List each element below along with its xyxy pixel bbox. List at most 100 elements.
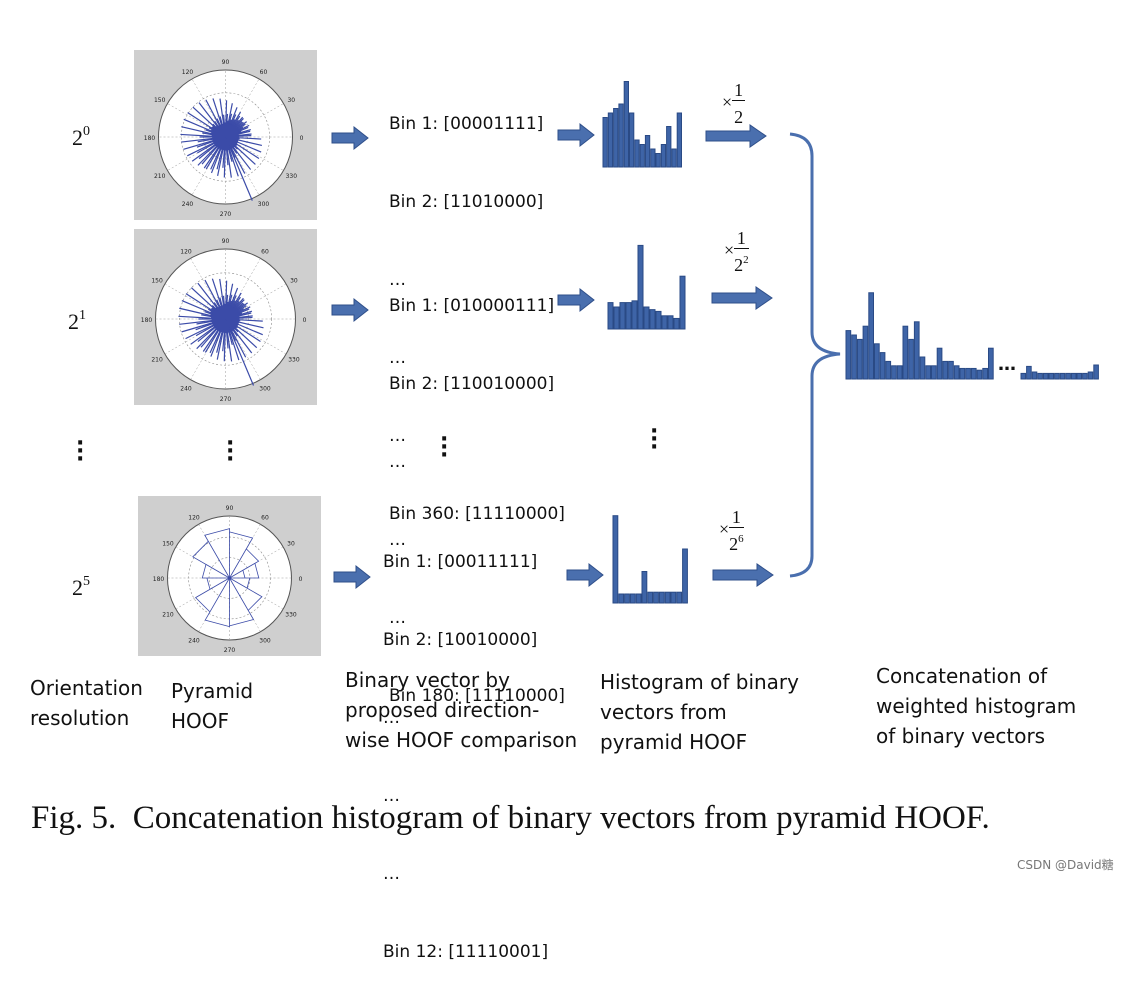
arrow-right-icon bbox=[332, 127, 368, 149]
histogram-bar bbox=[680, 276, 685, 329]
histogram-bar bbox=[989, 348, 994, 379]
histogram-bar bbox=[677, 113, 681, 167]
histogram-bar bbox=[1060, 373, 1065, 379]
concat-ellipsis: … bbox=[998, 354, 1016, 375]
bin-row: Bin 12: [11110001] bbox=[383, 939, 548, 965]
histogram-bar bbox=[983, 368, 988, 379]
bin-row: Bin 2: [11010000] bbox=[389, 189, 565, 215]
histogram-level-1 bbox=[607, 240, 687, 330]
bin-row: … bbox=[383, 861, 548, 887]
histogram-bar bbox=[1027, 366, 1032, 379]
histogram-bar bbox=[614, 109, 618, 168]
histogram-bar bbox=[650, 310, 655, 329]
histogram-bar bbox=[667, 127, 671, 168]
histogram-bar bbox=[636, 594, 641, 603]
bin-row: Bin 1: [010000111] bbox=[389, 293, 565, 319]
histogram-bar bbox=[903, 326, 908, 379]
histogram-bar bbox=[656, 154, 660, 168]
histogram-bar bbox=[880, 353, 885, 379]
histogram-bar bbox=[966, 368, 971, 379]
histogram-bar bbox=[846, 331, 851, 379]
histogram-bar bbox=[1077, 373, 1082, 379]
histogram-bar bbox=[630, 113, 634, 167]
histogram-bar bbox=[659, 592, 664, 603]
histogram-bar bbox=[677, 592, 682, 603]
histogram-bar bbox=[920, 357, 925, 379]
histogram-bar bbox=[1066, 373, 1071, 379]
histogram-bar bbox=[1088, 372, 1093, 379]
histogram-bar bbox=[914, 322, 919, 379]
histogram-bar bbox=[932, 366, 937, 379]
histogram-bar bbox=[632, 301, 637, 329]
arrow-right-icon bbox=[706, 125, 766, 147]
histogram-level-5 bbox=[612, 512, 690, 604]
histogram-bar bbox=[642, 572, 647, 604]
curly-brace bbox=[790, 134, 840, 576]
histogram-bar bbox=[1094, 365, 1099, 379]
histogram-bar bbox=[619, 104, 623, 167]
bin-row: Bin 2: [10010000] bbox=[383, 627, 548, 653]
histogram-bar bbox=[971, 368, 976, 379]
histogram-bar bbox=[626, 303, 631, 329]
histogram-bar bbox=[1055, 373, 1060, 379]
histogram-bar bbox=[630, 594, 635, 603]
histogram-bar bbox=[638, 245, 643, 329]
histogram-bar bbox=[624, 82, 628, 168]
histogram-bar bbox=[613, 516, 618, 603]
histogram-bar bbox=[603, 118, 607, 168]
histogram-bar bbox=[674, 318, 679, 329]
histogram-bar bbox=[897, 366, 902, 379]
histogram-bar bbox=[926, 366, 931, 379]
histogram-bar bbox=[977, 370, 982, 379]
histogram-bar bbox=[656, 311, 661, 329]
histogram-bar bbox=[625, 594, 630, 603]
histogram-bar bbox=[892, 366, 897, 379]
bin-row: Bin 1: [00001111] bbox=[389, 111, 565, 137]
histogram-bar bbox=[1083, 373, 1088, 379]
histogram-bar bbox=[1043, 373, 1048, 379]
histogram-bar bbox=[640, 145, 644, 168]
histogram-bar bbox=[869, 293, 874, 379]
histogram-bar bbox=[645, 136, 649, 168]
figure-caption: Fig. 5. Concatenation histogram of binar… bbox=[31, 800, 990, 837]
histogram-bar bbox=[608, 303, 613, 329]
histogram-bar bbox=[886, 361, 891, 379]
label-concatenation: Concatenation of weighted histogram of b… bbox=[876, 661, 1076, 751]
histogram-bar bbox=[949, 361, 954, 379]
histogram-bar bbox=[661, 145, 665, 168]
histogram-bar bbox=[1032, 372, 1037, 379]
histogram-bar bbox=[909, 339, 914, 379]
arrow-right-icon bbox=[334, 566, 370, 588]
histogram-bar bbox=[614, 307, 619, 329]
histogram-bar bbox=[1071, 373, 1076, 379]
histogram-bar bbox=[960, 368, 965, 379]
histogram-bar bbox=[648, 592, 653, 603]
histogram-concatenated bbox=[845, 290, 997, 380]
histogram-bar bbox=[857, 339, 862, 379]
histogram-bar bbox=[654, 592, 659, 603]
histogram-level-0 bbox=[602, 76, 686, 168]
histogram-bar bbox=[954, 366, 959, 379]
label-orientation-resolution: Orientation resolution bbox=[30, 673, 143, 733]
arrow-right-icon bbox=[712, 287, 772, 309]
label-pyramid-hoof: Pyramid HOOF bbox=[171, 676, 253, 736]
watermark: CSDN @David糖 bbox=[1017, 856, 1114, 873]
histogram-bar bbox=[1021, 373, 1026, 379]
histogram-bar bbox=[1038, 373, 1043, 379]
bin-row: … bbox=[389, 449, 565, 475]
histogram-bar bbox=[875, 344, 880, 379]
label-histogram: Histogram of binary vectors from pyramid… bbox=[600, 667, 799, 757]
histogram-bar bbox=[672, 149, 676, 167]
histogram-bar bbox=[635, 140, 639, 167]
histogram-bar bbox=[852, 335, 857, 379]
arrow-right-icon bbox=[567, 564, 603, 586]
histogram-bar bbox=[651, 149, 655, 167]
histogram-bar bbox=[671, 592, 676, 603]
label-binary-vector: Binary vector by proposed direction- wis… bbox=[345, 665, 577, 755]
histogram-bar bbox=[608, 113, 612, 167]
arrow-right-icon bbox=[332, 299, 368, 321]
arrow-right-icon bbox=[713, 564, 773, 586]
